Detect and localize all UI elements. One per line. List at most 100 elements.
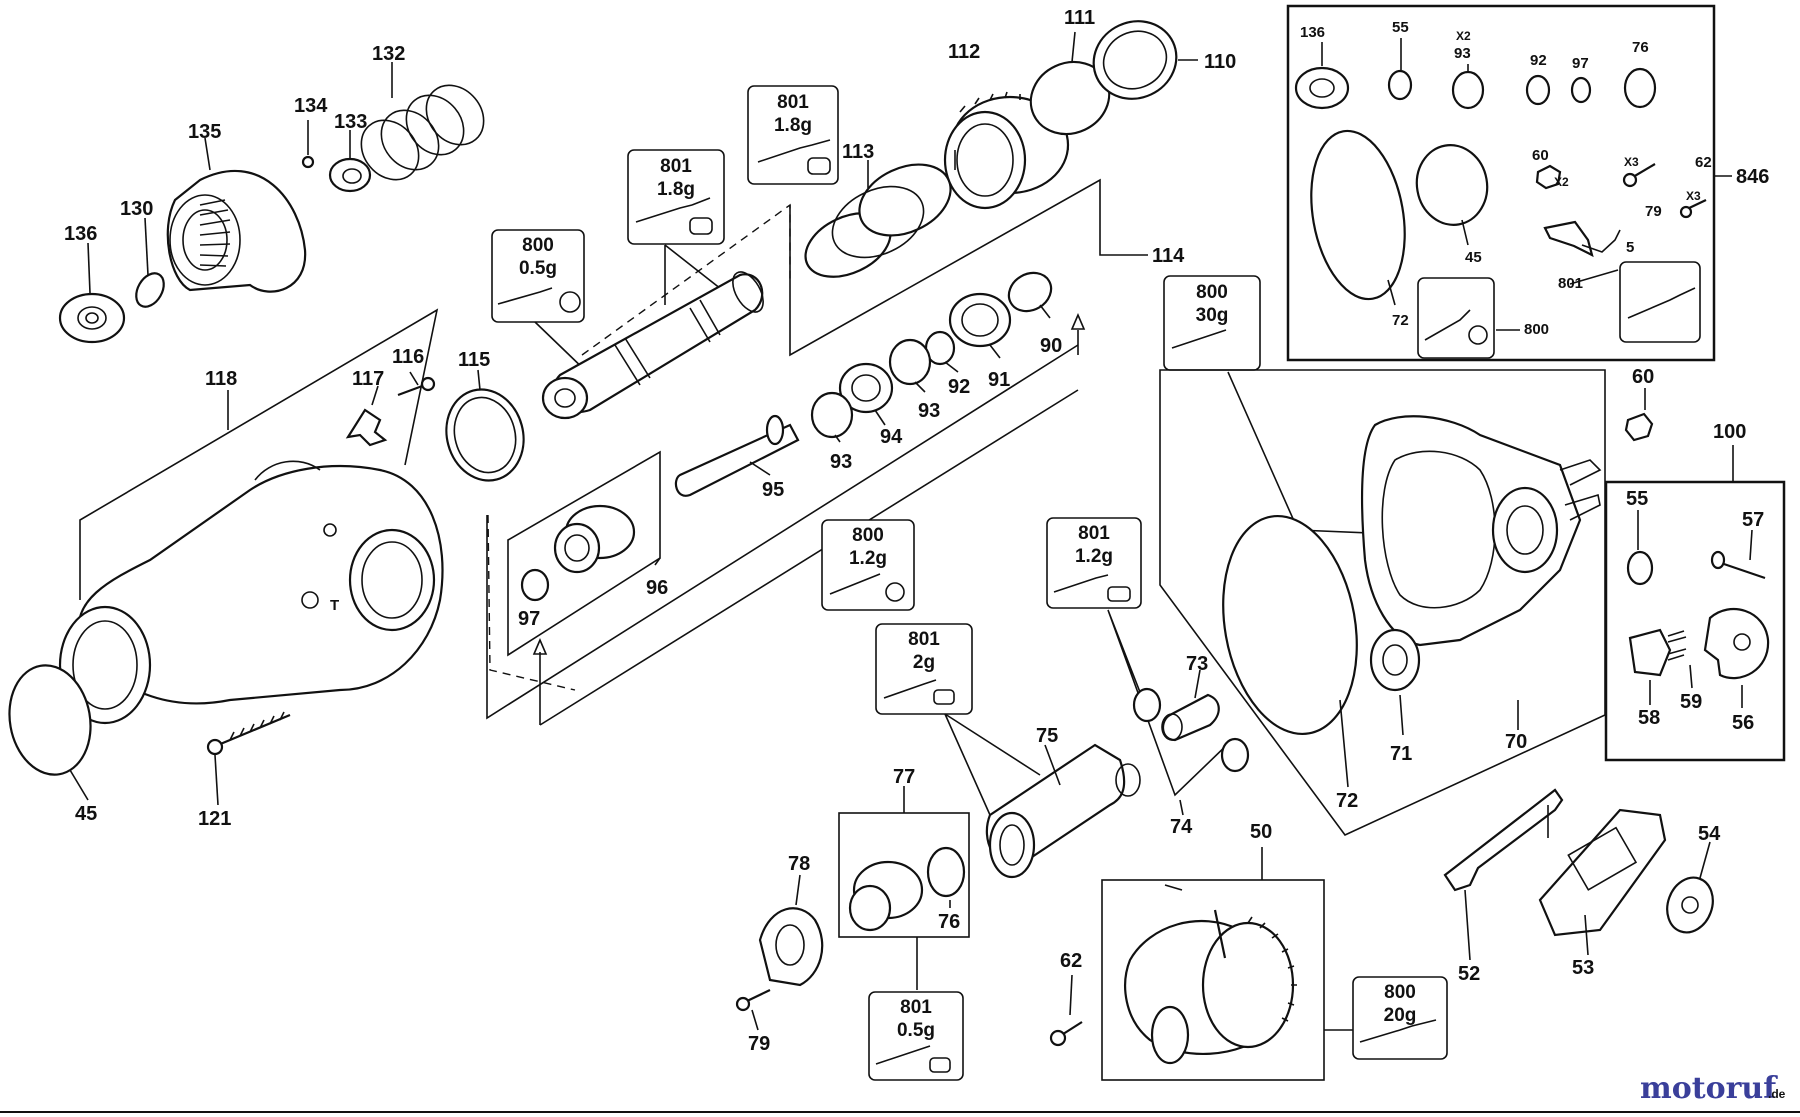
svg-text:96: 96 <box>646 577 668 599</box>
svg-text:motoruf: motoruf <box>1640 1071 1778 1106</box>
part-136-nut[interactable] <box>58 292 126 344</box>
svg-text:62: 62 <box>1060 950 1082 972</box>
part-53-switch[interactable] <box>1538 808 1667 937</box>
svg-text:62: 62 <box>1695 154 1712 171</box>
part-130-ring[interactable] <box>131 268 170 311</box>
part-number-labels: 132 134 133 135 130 136 118 117 116 115 … <box>64 7 1764 1055</box>
kit-846-box <box>1286 4 1732 362</box>
svg-text:54: 54 <box>1698 823 1721 845</box>
svg-text:58: 58 <box>1638 707 1660 729</box>
part-118-gear-housing[interactable]: T <box>58 460 444 725</box>
kit-846-labels: 136 55 X2 93 92 97 76 60 X2 X3 79 62 X3 … <box>1300 19 1712 338</box>
part-95-pin[interactable] <box>674 414 800 497</box>
svg-text:2g: 2g <box>913 652 935 673</box>
part-78-clamp[interactable] <box>758 907 824 987</box>
svg-text:56: 56 <box>1732 712 1754 734</box>
part-134-ball[interactable] <box>301 155 315 169</box>
part-110-seal[interactable] <box>1081 8 1189 112</box>
svg-text:93: 93 <box>918 400 940 422</box>
svg-text:112: 112 <box>948 41 980 63</box>
svg-text:90: 90 <box>1040 335 1062 357</box>
grease-box-801-1-8g-a: 801 1.8g <box>747 85 839 185</box>
part-75-connecting-rod[interactable] <box>985 743 1141 879</box>
svg-text:0.5g: 0.5g <box>519 258 557 279</box>
part-132-spring[interactable] <box>350 74 496 191</box>
svg-text:93: 93 <box>830 451 852 473</box>
svg-text:76: 76 <box>938 911 960 933</box>
svg-text:53: 53 <box>1572 957 1594 979</box>
part-54-knob[interactable] <box>1660 871 1720 939</box>
svg-text:74: 74 <box>1170 816 1193 838</box>
kit-100-contents[interactable] <box>1626 550 1770 680</box>
svg-text:92: 92 <box>948 376 970 398</box>
svg-text:76: 76 <box>1632 39 1649 56</box>
svg-text:136: 136 <box>64 223 97 245</box>
svg-text:30g: 30g <box>1196 305 1229 326</box>
part-74-washers[interactable] <box>1132 687 1250 773</box>
svg-text:801: 801 <box>777 92 809 113</box>
part-77-box <box>838 786 970 990</box>
part-115-oring[interactable] <box>436 381 533 490</box>
part-62-screw[interactable] <box>1049 1021 1083 1047</box>
svg-text:1.2g: 1.2g <box>849 548 887 569</box>
part-72-oring[interactable] <box>1207 505 1373 744</box>
grease-box-800-0-5g: 800 0.5g <box>491 229 585 323</box>
part-60-cap[interactable] <box>1624 412 1654 442</box>
part-121-screw[interactable] <box>206 711 291 756</box>
svg-text:133: 133 <box>334 111 367 133</box>
svg-text:75: 75 <box>1036 725 1058 747</box>
svg-text:118: 118 <box>205 368 237 390</box>
svg-text:100: 100 <box>1713 421 1746 443</box>
svg-text:97: 97 <box>518 608 540 630</box>
svg-text:801: 801 <box>900 997 932 1018</box>
svg-text:50: 50 <box>1250 821 1272 843</box>
svg-text:.de: .de <box>1768 1087 1786 1101</box>
part-135-sleeve[interactable] <box>166 169 307 293</box>
part-90-ring[interactable] <box>1002 265 1058 318</box>
kit-100-box <box>1604 445 1786 762</box>
part-133-clip[interactable] <box>328 157 372 193</box>
svg-text:1.8g: 1.8g <box>657 179 695 200</box>
svg-text:130: 130 <box>120 198 153 220</box>
part-70-motor-housing[interactable] <box>1360 415 1602 647</box>
part-striker-cylinder[interactable] <box>541 267 769 420</box>
part-71-bearing[interactable] <box>1369 628 1421 692</box>
part-52-bracket[interactable] <box>1443 788 1564 892</box>
svg-text:134: 134 <box>294 95 328 117</box>
svg-text:5: 5 <box>1626 239 1634 256</box>
svg-text:800: 800 <box>1196 282 1228 303</box>
svg-text:20g: 20g <box>1384 1005 1417 1026</box>
part-91-bushing[interactable] <box>948 292 1012 348</box>
svg-text:45: 45 <box>1465 249 1482 266</box>
svg-text:113: 113 <box>842 141 874 163</box>
kit-846-contents[interactable] <box>1294 66 1707 307</box>
svg-text:800: 800 <box>522 235 554 256</box>
part-73-pin[interactable] <box>1161 693 1220 742</box>
part-50-crankshaft[interactable] <box>1124 909 1297 1065</box>
part-117-clip[interactable] <box>345 408 388 447</box>
svg-text:0.5g: 0.5g <box>897 1020 935 1041</box>
kit-846-label: 846 <box>1736 166 1769 188</box>
svg-text:800: 800 <box>1384 982 1416 1003</box>
part-113-rings[interactable] <box>795 151 962 290</box>
part-93-ring-a[interactable] <box>888 338 932 386</box>
part-97-ring[interactable] <box>520 568 550 602</box>
part-96-sleeve[interactable] <box>553 504 636 574</box>
svg-text:78: 78 <box>788 853 810 875</box>
part-76-oring[interactable] <box>926 846 966 898</box>
svg-text:97: 97 <box>1572 55 1589 72</box>
svg-text:132: 132 <box>372 43 405 65</box>
part-45-oring[interactable] <box>1 659 99 781</box>
part-94-bushing[interactable] <box>838 362 894 414</box>
part-77-piston[interactable] <box>848 860 924 932</box>
svg-text:801: 801 <box>908 629 940 650</box>
grease-box-801-2g: 801 2g <box>875 623 973 715</box>
part-93-ring-b[interactable] <box>810 391 854 439</box>
watermark: motoruf .de <box>1640 1071 1786 1106</box>
svg-text:95: 95 <box>762 479 784 501</box>
svg-text:1.2g: 1.2g <box>1075 546 1113 567</box>
part-79-screw[interactable] <box>735 989 771 1012</box>
svg-text:X2: X2 <box>1456 29 1471 43</box>
